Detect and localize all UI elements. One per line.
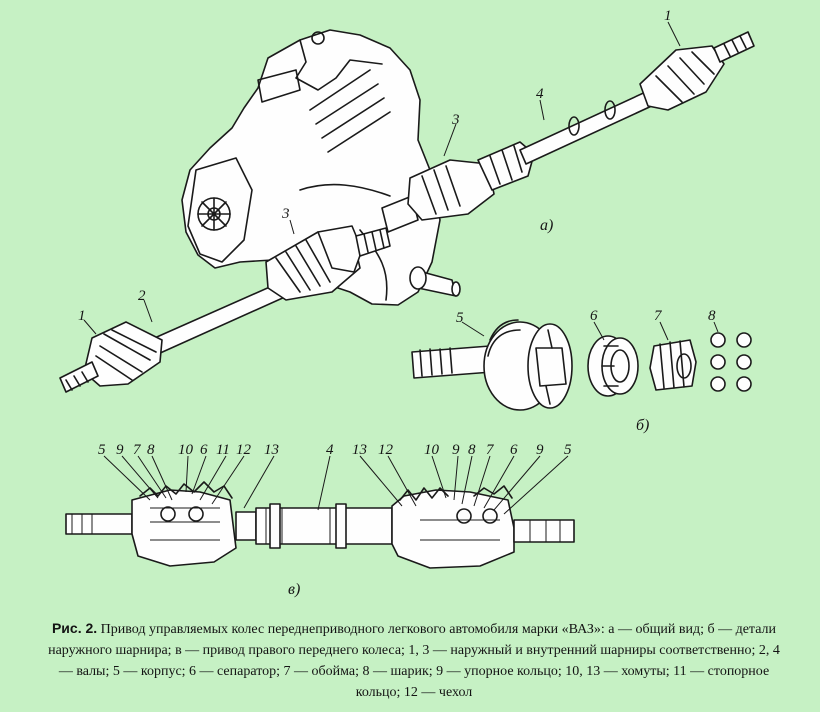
output-stub-shaft	[409, 266, 461, 297]
section-label-11: 11	[216, 442, 230, 458]
labels-section-view: 5 9 7 8 10 6 11 12 13 4 13 12 10 9 8 7 6…	[98, 442, 572, 458]
caption-prefix: Рис. 2.	[51, 620, 98, 636]
section-label-7: 7	[133, 442, 142, 458]
subfigure-label-a: а)	[540, 217, 553, 234]
section-label-7-right: 7	[486, 442, 495, 458]
section-label-6: 6	[200, 442, 208, 458]
labels-general-view: 1 4 3 3 2 1	[78, 8, 672, 324]
subfigure-label-v: в)	[288, 581, 300, 598]
leader-lines	[83, 21, 719, 515]
parts-label-8: 8	[708, 308, 716, 324]
section-label-5: 5	[98, 442, 106, 458]
labels-joint-parts: 5 6 7 8	[456, 308, 716, 326]
caption-text: Привод управляемых колес переднеприводно…	[48, 622, 780, 700]
section-label-6-right: 6	[510, 442, 518, 458]
top-label-3-left: 3	[281, 206, 290, 222]
section-label-10: 10	[178, 442, 194, 458]
section-label-5-right: 5	[564, 442, 572, 458]
section-label-12: 12	[236, 442, 252, 458]
section-label-9: 9	[116, 442, 124, 458]
top-label-1-right: 1	[664, 8, 672, 24]
section-label-8-right: 8	[468, 442, 476, 458]
balls-8	[710, 332, 752, 392]
figure-caption: Рис. 2. Привод управляемых колес передне…	[40, 618, 788, 703]
subfigure-label-b: б)	[636, 417, 649, 434]
inner-race-7	[649, 339, 697, 391]
section-label-13-right: 13	[352, 442, 367, 458]
section-label-8: 8	[147, 442, 155, 458]
cage-6	[587, 335, 639, 397]
top-label-4: 4	[536, 86, 544, 102]
section-label-9-right: 9	[452, 442, 460, 458]
section-label-4: 4	[326, 442, 334, 458]
parts-label-5: 5	[456, 310, 464, 326]
inner-joint-3-right	[381, 141, 535, 233]
top-label-3-right: 3	[451, 112, 460, 128]
drive-section-view	[65, 481, 575, 569]
parts-label-6: 6	[590, 308, 598, 324]
top-label-1-left: 1	[78, 308, 86, 324]
outer-joint-1-right	[639, 31, 755, 111]
section-label-10-right: 10	[424, 442, 440, 458]
parts-label-7: 7	[654, 308, 663, 324]
section-label-13: 13	[264, 442, 279, 458]
outer-joint-1-left	[59, 321, 163, 393]
joint-housing-5	[411, 319, 573, 411]
section-label-9b-right: 9	[536, 442, 544, 458]
top-label-2: 2	[138, 288, 146, 304]
section-label-12-right: 12	[378, 442, 394, 458]
inner-joint-3-left	[265, 225, 391, 301]
